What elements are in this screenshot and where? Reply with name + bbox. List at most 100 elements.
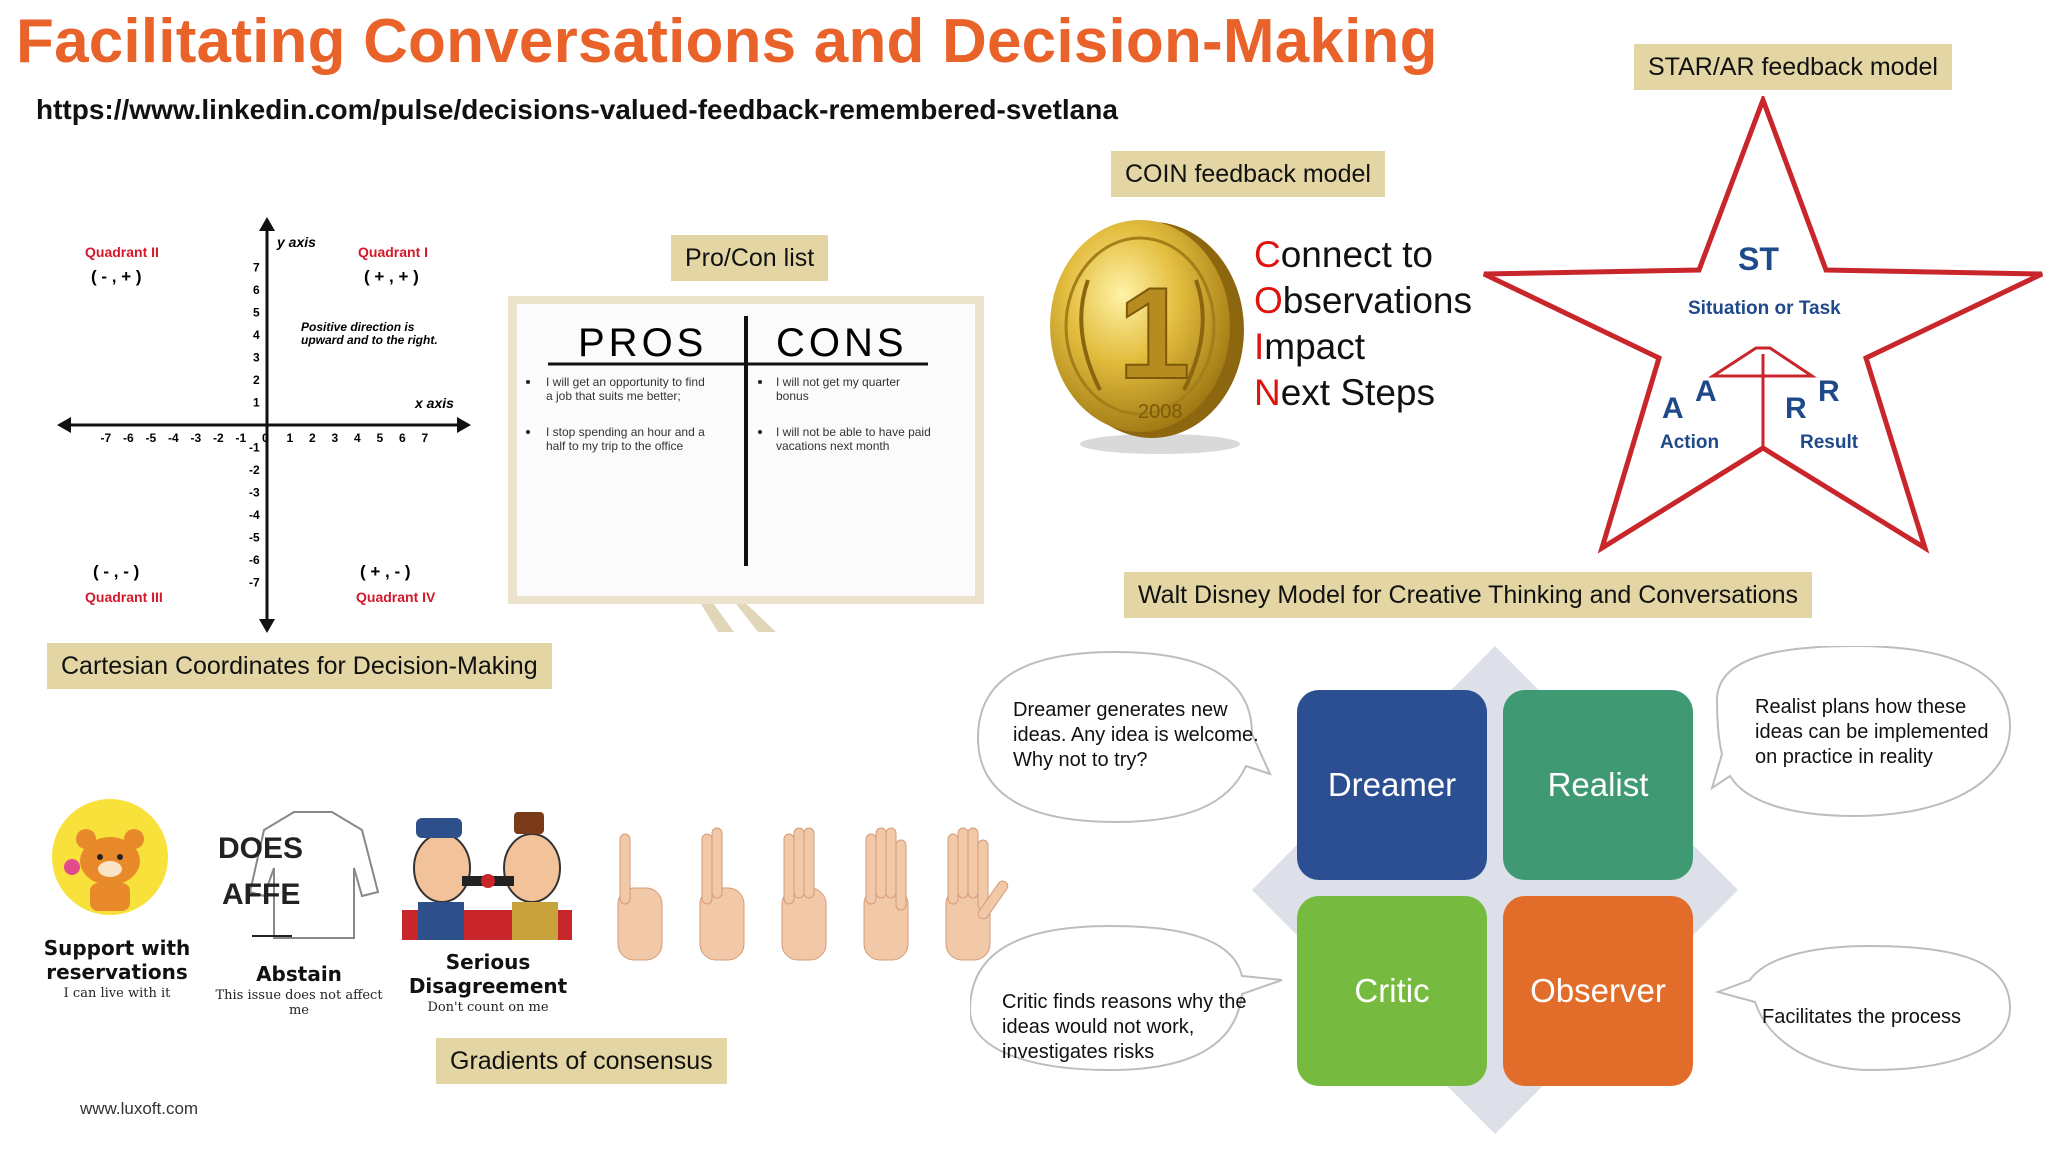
y-tick-label: 5 [253,306,260,320]
realist-label: Realist [1548,766,1649,803]
star-action-label: Action [1660,432,1719,453]
quadrant-1-signs: ( + , + ) [364,267,419,286]
dreamer-box [1297,690,1487,880]
x-tick-label: 0 [262,431,269,445]
support-title: Support with reservations [43,936,191,984]
x-tick-label: -5 [146,431,157,445]
x-tick-label: -3 [191,431,202,445]
disagreement-title: Serious Disagreement [408,950,568,998]
coin-year: 2008 [1138,401,1183,423]
abstain-shirt-icon: DOES AFFE [218,811,380,939]
y-tick-label: 3 [253,351,260,365]
star-a-letter-1: A [1662,392,1684,425]
x-tick-label: -6 [123,431,134,445]
coin-line-observations: Observations [1254,280,1472,321]
procon-whiteboard: PROS CONS I will get an opportunity to f… [508,296,984,632]
dreamer-bubble-text: Dreamer generates new ideas. Any idea is… [1013,699,1259,771]
x-tick-label: 2 [309,431,316,445]
pro-item-1-line-1: I will get an opportunity to find [546,375,705,389]
x-tick-label: 4 [354,431,361,445]
positive-direction-note-1: Positive direction is [301,320,415,334]
star-shape [1482,96,2044,554]
observer-bubble-text: Facilitates the process [1762,1006,1961,1028]
quadrant-2-signs: ( - , + ) [91,267,142,286]
coin-acronym: Connect to Observations Impact Next Step… [1254,232,1472,416]
critic-label: Critic [1354,972,1429,1009]
realist-box [1503,690,1693,880]
hand-3-fingers-icon [781,827,827,961]
star-result-label: Result [1800,432,1859,453]
bear-icon [52,799,168,915]
x-tick-label: -7 [101,431,112,445]
y-tick-label: -4 [249,508,260,522]
pro-item-1-line-2: a job that suits me better; [546,389,681,403]
con-item-1-line-1: I will not get my quarter [776,375,900,389]
hand-4-fingers-icon [863,827,909,961]
abstain-title: Abstain [256,962,342,986]
disney-caption: Walt Disney Model for Creative Thinking … [1124,572,1813,618]
y-tick-label: 2 [253,373,260,387]
hand-2-fingers-icon [699,827,745,961]
coin-line-impact: Impact [1254,326,1366,367]
y-tick-label: -3 [249,486,260,500]
y-tick-label: -5 [249,531,260,545]
critic-bubble-text: Critic finds reasons why the ideas would… [1002,991,1247,1063]
y-axis-arrow-down [259,619,275,633]
star-r-letter-2: R [1818,375,1840,408]
y-axis-label: y axis [276,234,316,250]
consensus-item-disagreement: Serious Disagreement Don't count on me [402,950,574,1015]
disagreement-icon [402,810,572,940]
x-axis-arrow-right [457,417,471,433]
x-tick-label: 7 [422,431,429,445]
cartesian-caption: Cartesian Coordinates for Decision-Makin… [47,643,552,689]
quadrant-4-signs: ( + , - ) [360,562,411,581]
x-tick-label: 5 [377,431,384,445]
y-tick-label: 1 [253,396,260,410]
star-caption: STAR/AR feedback model [1634,44,1952,90]
critic-bubble [970,924,1283,1072]
x-tick-label: -4 [168,431,179,445]
hand-1-fingers-icon [617,833,663,961]
procon-caption: Pro/Con list [671,235,829,281]
realist-bubble [1710,646,2012,818]
star-st-letters: ST [1738,241,1779,277]
star-situation-label: Situation or Task [1688,298,1841,319]
y-tick-label: -2 [249,463,260,477]
x-tick-label: -1 [236,431,247,445]
y-tick-label: -6 [249,553,260,567]
pro-item-2-line-2: half to my trip to the office [546,439,684,453]
quadrant-2-label: Quadrant II [85,244,159,260]
pro-item-2-line-1: I stop spending an hour and a [546,425,705,439]
consensus-caption: Gradients of consensus [436,1038,727,1084]
y-tick-label: 4 [253,328,260,342]
dreamer-bubble [976,650,1272,824]
quadrant-3-signs: ( - , - ) [93,562,139,581]
star-a-letter-2: A [1695,375,1717,408]
con-item-2-line-1: I will not be able to have paid [776,425,931,439]
coin-caption: COIN feedback model [1111,151,1385,197]
x-tick-label: 6 [399,431,406,445]
consensus-item-support: Support with reservations I can live wit… [42,936,192,1001]
dreamer-label: Dreamer [1328,766,1456,803]
disney-speech-bubbles [970,646,2012,1072]
shirt-text-2: AFFE [222,878,300,911]
disney-diagram: Dreamer Realist Critic Observer [1252,646,1738,1134]
star-r-letter-1: R [1785,392,1807,425]
abstain-subtitle: This issue does not affect me [215,988,383,1018]
coin-number: 1 [1118,260,1190,406]
y-tick-label: 6 [253,283,260,297]
x-axis-label: x axis [414,395,454,411]
realist-bubble-text: Realist plans how these ideas can be imp… [1755,696,1989,768]
observer-box [1503,896,1693,1086]
con-item-2-line-2: vacations next month [776,439,889,453]
quadrant-3-label: Quadrant III [85,589,163,605]
y-tick-label: 7 [253,261,260,275]
source-url[interactable]: https://www.linkedin.com/pulse/decisions… [36,94,1118,125]
consensus-item-abstain: Abstain This issue does not affect me [208,962,390,1018]
coin-icon: 1 2008 [1050,220,1244,454]
star-diagram: ST Situation or Task A A Action R R Resu… [1482,96,2044,554]
positive-direction-note-2: upward and to the right. [301,333,438,347]
observer-label: Observer [1530,972,1666,1009]
critic-box [1297,896,1487,1086]
